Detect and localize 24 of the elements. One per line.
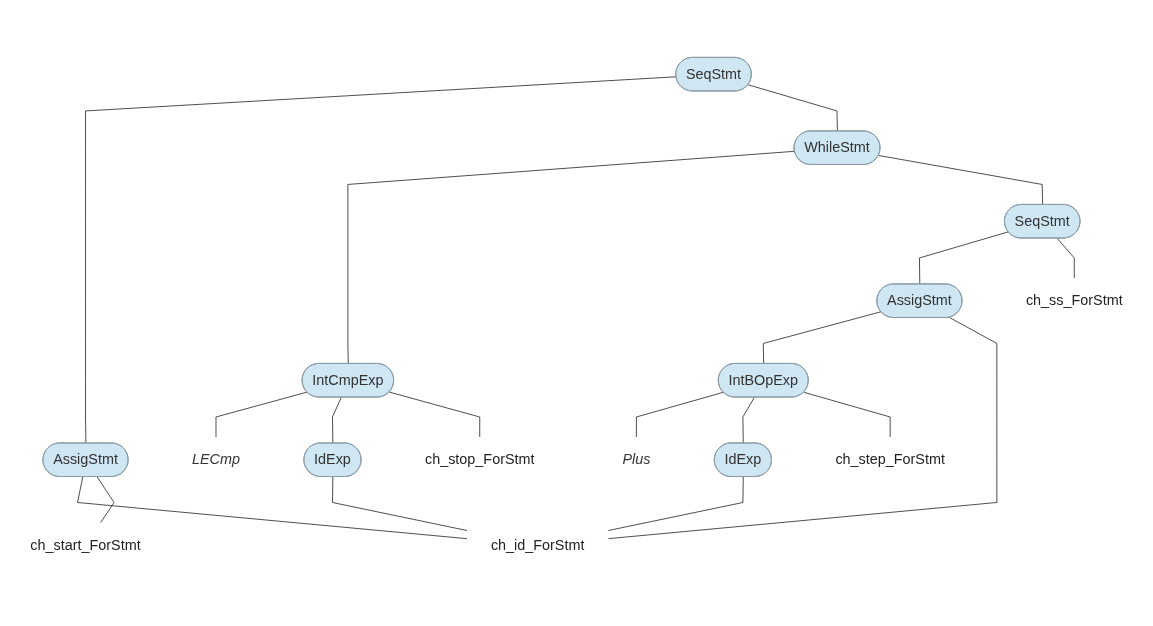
connector — [919, 231, 1009, 286]
node-text: ch_step_ForStmt — [835, 451, 945, 468]
connector — [762, 311, 882, 365]
node-text: ch_id_ForStmt — [490, 537, 585, 554]
node-text: LECmp — [192, 451, 240, 468]
node-text: ch_start_ForStmt — [30, 537, 141, 554]
node-text: ch_stop_ForStmt — [424, 451, 535, 468]
node-text: Plus — [622, 451, 651, 468]
connector — [608, 476, 744, 532]
node-text: ch_ss_ForStmt — [1025, 292, 1123, 309]
connector — [215, 392, 308, 438]
connector — [636, 392, 724, 438]
connector — [332, 397, 342, 445]
connector — [878, 155, 1043, 206]
connector — [803, 392, 891, 438]
connector — [332, 476, 468, 532]
connector — [1056, 238, 1075, 279]
connector — [742, 397, 755, 445]
connector — [389, 392, 481, 438]
connector — [85, 76, 677, 445]
connector — [347, 151, 796, 365]
connector — [747, 84, 838, 132]
connector — [608, 317, 998, 540]
connector — [77, 476, 468, 540]
